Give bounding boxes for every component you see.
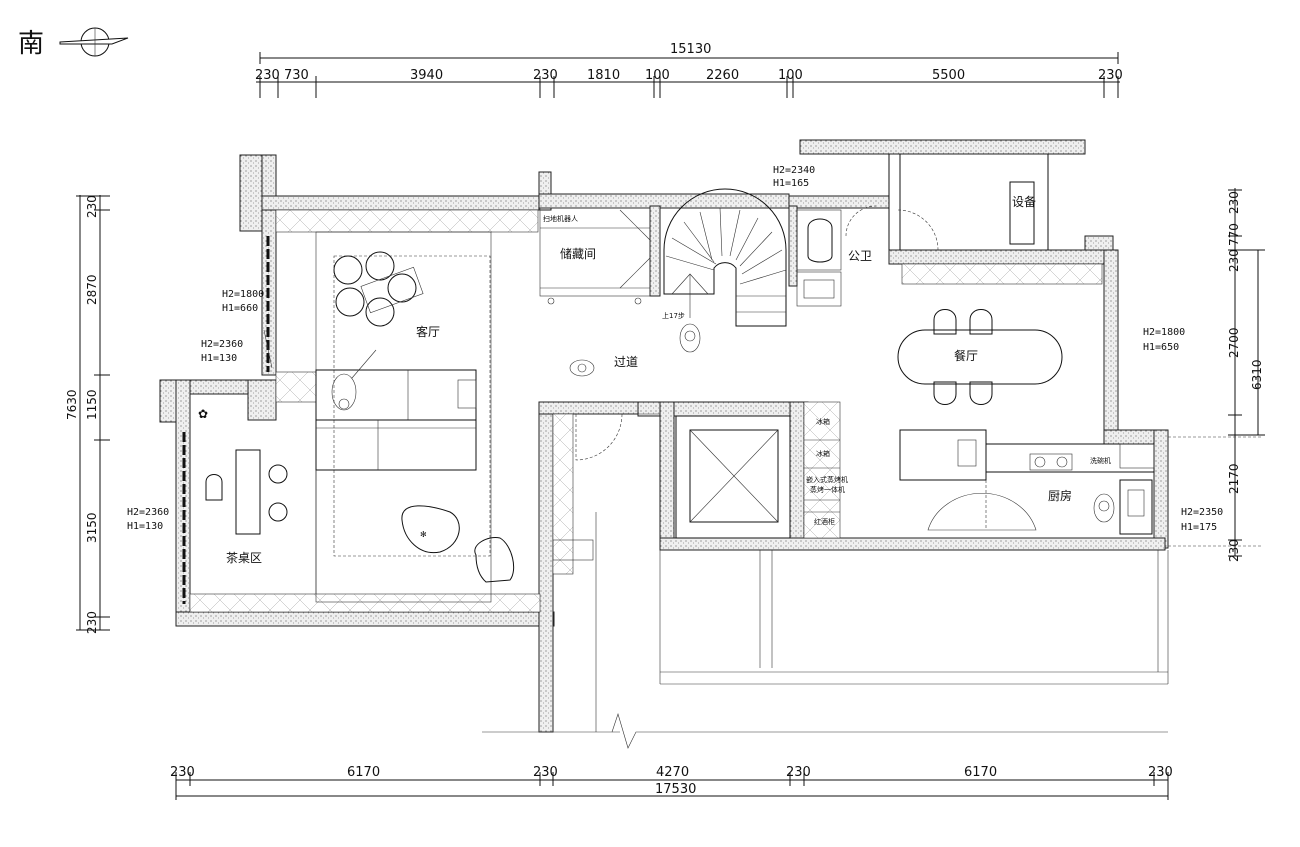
dining-window-h2: H2=1800 xyxy=(1143,327,1185,338)
robot-vacuum-label: 扫地机器人 xyxy=(543,214,578,223)
left-dim-5: 230 xyxy=(85,611,99,634)
bath-label: 公卫 xyxy=(848,249,872,263)
cabinets xyxy=(189,209,1103,613)
top-window-h2: H2=2340 xyxy=(773,165,815,176)
living-room-label: 客厅 xyxy=(416,324,440,339)
combo-oven-label: 蒸烤一体机 xyxy=(810,485,845,494)
spiral-stair: 上17步 过道 xyxy=(569,188,787,377)
top-dimensions: 15130 230 730 3940 230 1810 100 2260 100… xyxy=(255,42,1123,98)
round-table-set xyxy=(333,251,424,327)
dishwasher-label: 洗碗机 xyxy=(1090,456,1111,465)
sofa xyxy=(315,369,477,471)
right-dimensions: 230 770 230 2700 2170 230 6310 xyxy=(1227,188,1265,562)
tea-window-h1: H1=130 xyxy=(127,521,163,532)
top-dim-8: 100 xyxy=(778,68,803,83)
living-window-h2: H2=1800 xyxy=(222,289,264,300)
armchair xyxy=(474,536,515,583)
corridor-label: 过道 xyxy=(614,355,638,369)
right-dim-3: 230 xyxy=(1227,249,1241,272)
builtin-oven-label: 嵌入式蒸烤机 xyxy=(806,475,848,484)
equipment-label: 设备 xyxy=(1012,195,1036,209)
top-dim-6: 100 xyxy=(645,68,670,83)
dining-label: 餐厅 xyxy=(954,348,978,363)
walls xyxy=(159,139,1169,733)
tea-window-h2: H2=2360 xyxy=(127,507,169,518)
top-dim-3: 3940 xyxy=(410,68,443,83)
bottom-dim-6: 6170 xyxy=(964,765,997,780)
bottom-dim-2: 6170 xyxy=(347,765,380,780)
top-dim-7: 2260 xyxy=(706,68,739,83)
living-window-h1: H1=660 xyxy=(222,303,258,314)
appliance-column: 冰箱 冰箱 嵌入式蒸烤机 蒸烤一体机 红酒柜 xyxy=(804,417,848,526)
north-arrow-icon xyxy=(59,27,129,57)
bottom-dim-7: 230 xyxy=(1148,765,1173,780)
right-dim-2: 770 xyxy=(1227,223,1241,246)
fridge-label-1: 冰箱 xyxy=(816,417,830,426)
dining-table xyxy=(897,329,1063,385)
top-dim-5: 1810 xyxy=(587,68,620,83)
compass: 南 xyxy=(18,27,129,59)
dining-area: 餐厅 xyxy=(897,309,1063,405)
corridor-doors xyxy=(552,413,660,732)
right-total-dim: 6310 xyxy=(1250,359,1264,390)
compass-label: 南 xyxy=(18,29,44,59)
person-icon xyxy=(1093,493,1115,523)
top-dim-4: 230 xyxy=(533,68,558,83)
top-dim-1: 230 xyxy=(255,68,280,83)
fridge-label-2: 冰箱 xyxy=(816,449,830,458)
top-total-dim: 15130 xyxy=(670,42,711,57)
sink-icon xyxy=(803,279,835,299)
wine-cabinet-label: 红酒柜 xyxy=(814,517,835,526)
bottom-total-dim: 17530 xyxy=(655,782,696,797)
tea-area-label: 茶桌区 xyxy=(226,550,262,565)
kitchen-sink-icon xyxy=(1127,489,1145,517)
kitchen-label: 厨房 xyxy=(1048,488,1072,503)
left-total-dim: 7630 xyxy=(65,389,79,420)
living2-window-h2: H2=2360 xyxy=(201,339,243,350)
dining-window-h1: H1=650 xyxy=(1143,342,1179,353)
coffee-table xyxy=(401,505,460,554)
left-dim-1: 230 xyxy=(85,195,99,218)
plant-icon: ✻ xyxy=(420,530,427,539)
person-icon xyxy=(679,323,701,353)
person-icon xyxy=(331,349,377,411)
bottom-dim-1: 230 xyxy=(170,765,195,780)
left-dim-3: 1150 xyxy=(85,389,99,420)
left-dim-2: 2870 xyxy=(85,274,99,305)
window-notes: H2=1800 H1=660 H2=2360 H1=130 H2=2360 H1… xyxy=(127,165,1223,533)
plant-pot-icon: ✿ xyxy=(198,407,208,421)
right-dim-6: 230 xyxy=(1227,539,1241,562)
left-windows xyxy=(182,236,273,604)
living-furniture: ✻ 客厅 xyxy=(315,231,515,603)
living2-window-h1: H1=130 xyxy=(201,353,237,364)
right-dim-4: 2700 xyxy=(1227,327,1241,358)
top-dim-2: 730 xyxy=(284,68,309,83)
top-dim-9: 5500 xyxy=(932,68,965,83)
left-dimensions: 7630 230 2870 1150 3150 230 xyxy=(65,195,110,634)
equipment-area: 设备 xyxy=(888,154,1049,250)
toilet-icon xyxy=(807,218,833,263)
right-dim-1: 230 xyxy=(1227,191,1241,214)
bottom-dim-5: 230 xyxy=(786,765,811,780)
bathroom: 公卫 xyxy=(796,205,939,307)
elevator-shaft xyxy=(675,415,791,539)
bottom-dimensions: 230 6170 230 4270 230 6170 230 17530 xyxy=(170,765,1173,800)
tea-furniture: ✿ 茶桌区 xyxy=(198,407,317,594)
balcony xyxy=(482,550,1169,749)
right-dim-5: 2170 xyxy=(1227,463,1241,494)
storage-room: 扫地机器人 储藏间 xyxy=(539,207,651,305)
kitchen-window-h2: H2=2350 xyxy=(1181,507,1223,518)
person-icon xyxy=(569,359,595,377)
stair-note: 上17步 xyxy=(662,311,685,320)
storage-label: 储藏间 xyxy=(560,246,596,261)
top-window-h1: H1=165 xyxy=(773,178,809,189)
left-dim-4: 3150 xyxy=(85,512,99,543)
bottom-dim-3: 230 xyxy=(533,765,558,780)
bottom-dim-4: 4270 xyxy=(656,765,689,780)
kitchen: 洗碗机 厨房 xyxy=(899,429,1262,547)
kitchen-window-h1: H1=175 xyxy=(1181,522,1217,533)
top-dim-10: 230 xyxy=(1098,68,1123,83)
